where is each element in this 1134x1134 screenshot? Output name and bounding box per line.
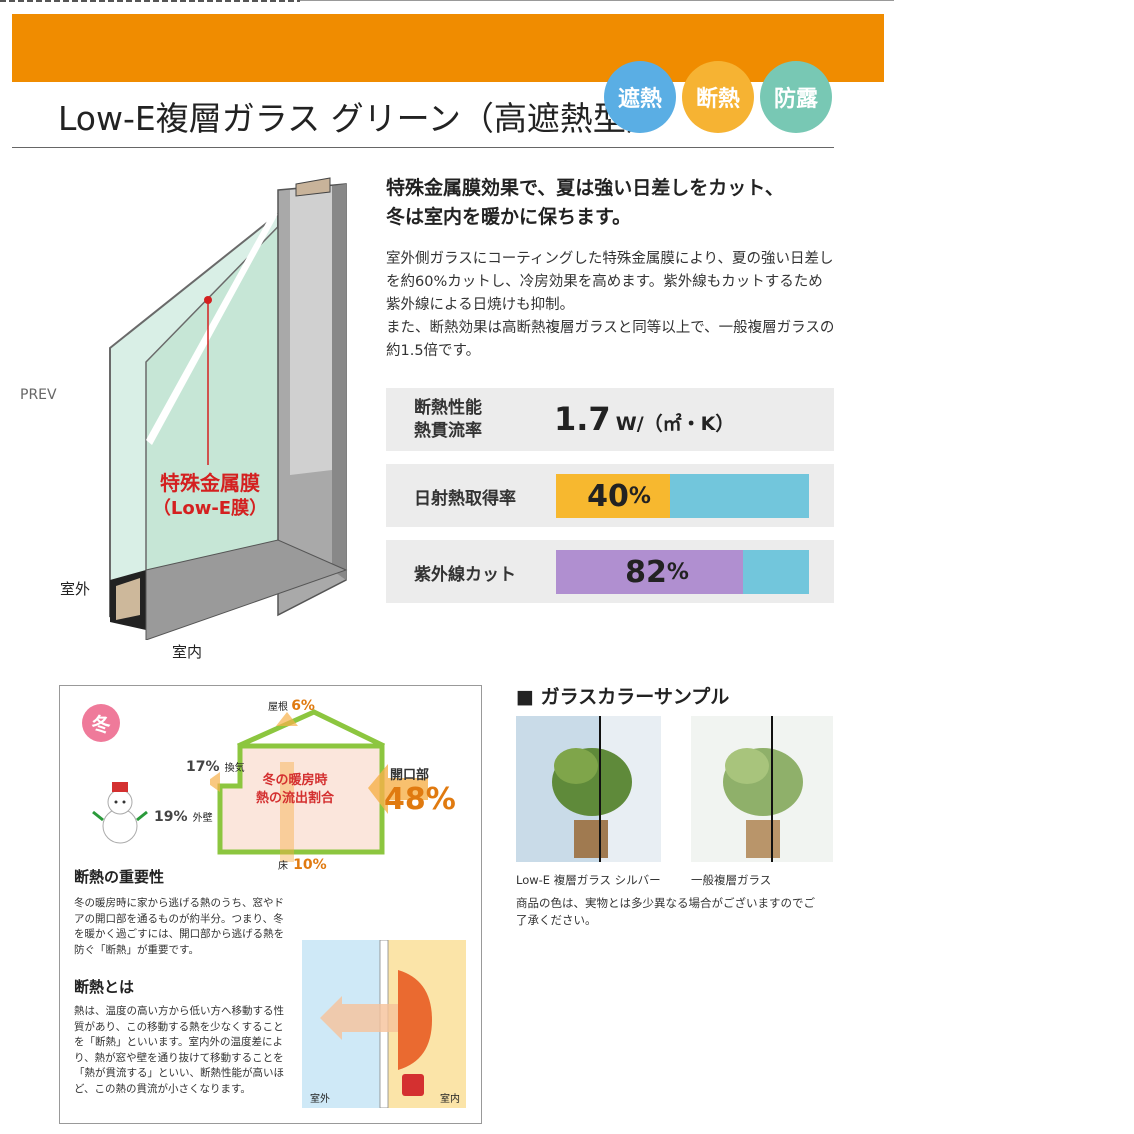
center-line2: 熱の流出割合	[256, 791, 335, 806]
insulation-value-group: 1.7 W/（㎡・K）	[554, 400, 734, 438]
insulation-label-line2: 熱貫流率	[414, 421, 482, 441]
importance-title: 断熱の重要性	[74, 868, 165, 886]
floor-value: 10%	[293, 857, 327, 873]
color-sample-title: ■ ガラスカラーサンプル	[516, 686, 730, 708]
uv-label: 紫外線カット	[414, 565, 516, 585]
wall-value: 19%	[154, 809, 188, 825]
badge-insulation: 断熱	[682, 61, 754, 133]
badge-anti-condensation: 防露	[760, 61, 832, 133]
coating-pointer-dot	[204, 296, 212, 304]
importance-body: 冬の暖房時に家から逃げる熱のうち、窓やドアの開口部を通るものが約半分。つまり、冬…	[74, 897, 285, 956]
snowman-icon	[92, 782, 148, 844]
headline-line2: 冬は室内を暖かに保ちます。	[386, 206, 632, 228]
uv-unit: %	[666, 559, 689, 585]
sample-standard-glass-image	[691, 716, 833, 862]
solar-label: 日射熱取得率	[414, 489, 516, 509]
opening-label: 開口部	[390, 768, 430, 783]
uv-bar-fill	[556, 550, 743, 594]
badge-heat-shield: 遮熱	[604, 61, 676, 133]
spec-row-uv: 紫外線カット 82%	[386, 540, 834, 603]
intro-body: 室外側ガラスにコーティングした特殊金属膜により、夏の強い日差しを約60%カットし…	[386, 248, 836, 363]
opening-value: 48%	[384, 782, 456, 817]
house-diagram	[210, 709, 428, 862]
insulation-label: 断熱性能 熱貫流率	[414, 397, 482, 443]
solar-value: 40	[587, 478, 629, 514]
title-divider	[12, 147, 834, 148]
insulation-value: 1.7	[554, 400, 611, 438]
double-glass-diagram	[109, 177, 348, 640]
solar-unit: %	[628, 483, 651, 509]
inside-label: 室内	[172, 643, 203, 661]
roof-value: 6%	[291, 698, 315, 714]
floor-item: 床 10%	[278, 854, 327, 873]
roof-item: 屋根 6%	[268, 698, 315, 714]
heat-flow-figure	[302, 940, 466, 1108]
spacer-top-desiccant	[295, 177, 331, 197]
sample-lowe-silver-image	[516, 716, 661, 862]
coating-label-line2: （Low-E膜）	[152, 498, 268, 519]
what-body: 熱は、温度の高い方から低い方へ移動する性質があり、この移動する熱を少なくすること…	[74, 1005, 284, 1095]
sample-2-caption: 一般複層ガラス	[691, 873, 772, 887]
coating-label-line1: 特殊金属膜	[160, 471, 260, 495]
intro-headline: 特殊金属膜効果で、夏は強い日差しをカット、 冬は室内を暖かに保ちます。	[386, 174, 836, 232]
winter-heat-loss-panel: 冬 屋根 6% 17% 換気 19% 外壁 床 10% 冬の暖房時 熱の流出割合…	[59, 685, 482, 1124]
bottom-desiccant	[116, 578, 140, 620]
top-line	[300, 0, 894, 1]
page-title: Low-E複層ガラス グリーン（高遮熱型）	[58, 99, 659, 138]
spec-row-solar: 日射熱取得率 40%	[386, 464, 834, 527]
glass-reflection	[146, 212, 278, 445]
intro-body-paragraph2: また、断熱効果は高断熱複層ガラスと同等以上で、一般複層ガラスの約1.5倍です。	[386, 320, 835, 359]
sample-1-caption: Low-E 複層ガラス シルバー	[516, 873, 661, 887]
insulation-label-line1: 断熱性能	[414, 398, 482, 418]
bottom-frame	[145, 539, 348, 640]
sample-note: 商品の色は、実物とは多少異なる場合がございますのでご了承ください。	[516, 896, 815, 927]
prev-link[interactable]: PREV	[20, 387, 57, 403]
intro-body-paragraph1: 室外側ガラスにコーティングした特殊金属膜により、夏の強い日差しを約60%カットし…	[386, 251, 834, 313]
coating-label: 特殊金属膜 （Low-E膜）	[130, 470, 290, 522]
solar-value-group: 40%	[556, 474, 682, 518]
fig-inside-label: 室内	[440, 1094, 460, 1105]
uv-value-group: 82%	[556, 550, 758, 594]
house-center-text: 冬の暖房時 熱の流出割合	[256, 772, 334, 808]
vent-item: 17% 換気	[186, 756, 245, 775]
header-banner	[12, 14, 884, 82]
center-line1: 冬の暖房時	[262, 773, 328, 788]
wall-label: 外壁	[192, 813, 213, 824]
uv-value: 82	[625, 554, 667, 590]
solar-bar-fill	[556, 474, 670, 518]
fig-outside-label: 室外	[310, 1094, 330, 1105]
wall-item: 19% 外壁	[154, 806, 213, 825]
headline-line1: 特殊金属膜効果で、夏は強い日差しをカット、	[386, 177, 784, 199]
color-sample-title-text: ガラスカラーサンプル	[540, 686, 730, 708]
spacer-inner	[290, 186, 332, 475]
spec-row-insulation: 断熱性能 熱貫流率 1.7 W/（㎡・K）	[386, 388, 834, 451]
what-title: 断熱とは	[74, 978, 135, 996]
vent-value: 17%	[186, 759, 220, 775]
top-dashed-line	[0, 0, 300, 2]
roof-label: 屋根	[268, 702, 288, 713]
floor-label: 床	[278, 861, 288, 872]
insulation-unit: W/（㎡・K）	[615, 413, 735, 435]
spacer-side	[332, 184, 346, 580]
vent-label: 換気	[224, 763, 245, 774]
outside-label: 室外	[60, 580, 91, 598]
winter-badge: 冬	[82, 704, 120, 742]
